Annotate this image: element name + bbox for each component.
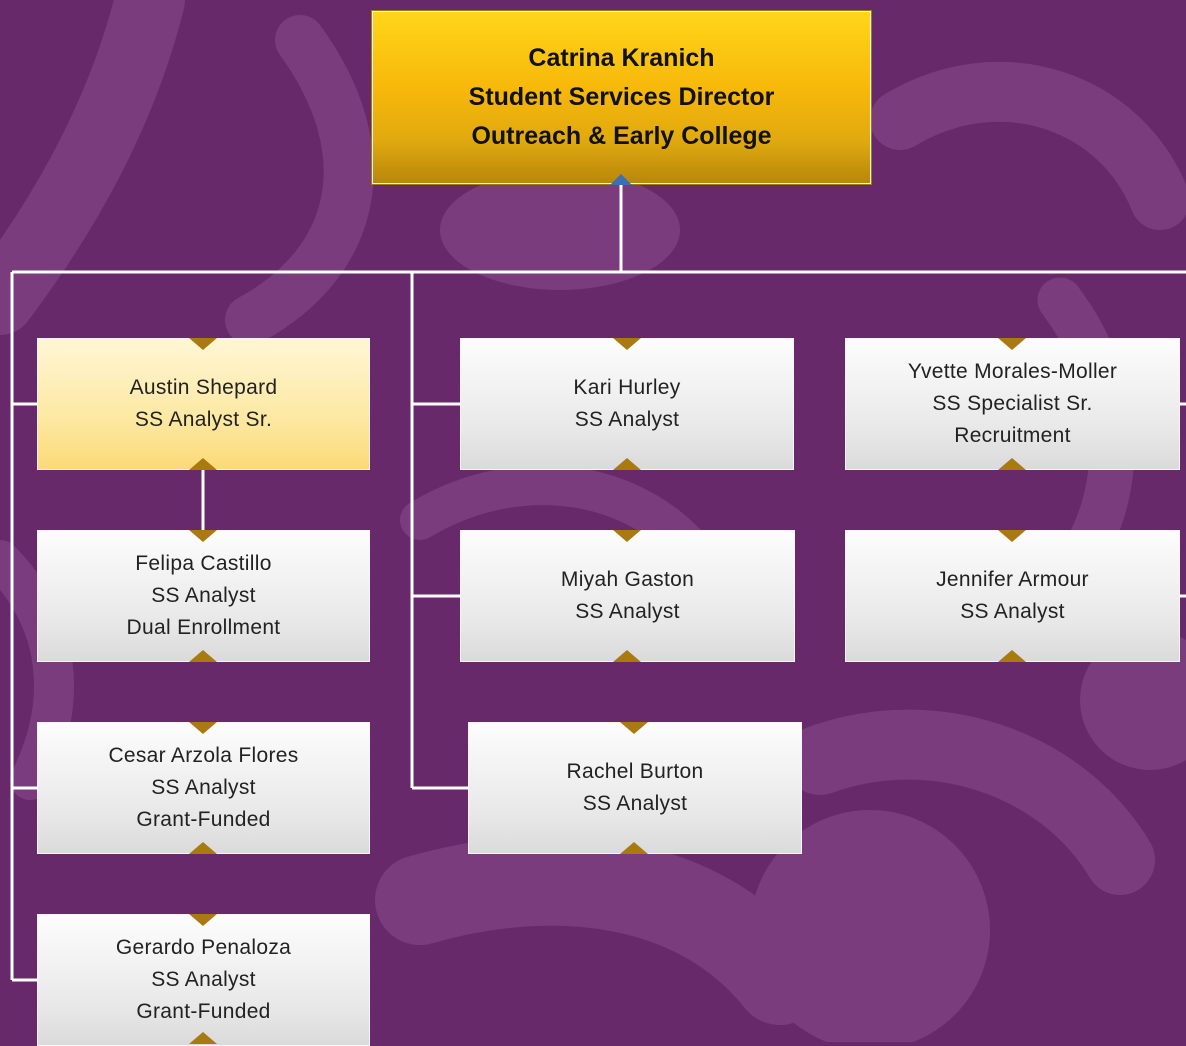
arrow-up-icon <box>189 842 217 854</box>
arrow-down-icon <box>189 914 217 926</box>
staff-name: Felipa Castillo <box>135 552 272 575</box>
staff-title: SS Analyst <box>151 776 256 799</box>
staff-box-felipa[interactable]: Felipa Castillo SS Analyst Dual Enrollme… <box>37 530 370 662</box>
arrow-down-icon <box>620 722 648 734</box>
staff-title: SS Analyst Sr. <box>134 408 273 431</box>
staff-name: Jennifer Armour <box>936 568 1089 591</box>
staff-title: SS Analyst <box>151 584 256 607</box>
director-unit: Outreach & Early College <box>471 122 772 150</box>
staff-title: SS Analyst <box>575 600 680 623</box>
arrow-down-icon <box>189 338 217 350</box>
staff-note: Grant-Funded <box>136 808 271 831</box>
arrow-down-icon <box>189 722 217 734</box>
arrow-down-icon <box>613 338 641 350</box>
staff-name: Yvette Morales-Moller <box>907 360 1118 383</box>
arrow-down-icon <box>189 530 217 542</box>
arrow-up-icon <box>189 1032 217 1044</box>
arrow-up-icon <box>189 458 217 470</box>
arrow-up-icon <box>613 458 641 470</box>
staff-box-rachel[interactable]: Rachel Burton SS Analyst <box>468 722 802 854</box>
director-box[interactable]: Catrina Kranich Student Services Directo… <box>371 10 872 185</box>
staff-box-jennifer[interactable]: Jennifer Armour SS Analyst <box>845 530 1180 662</box>
staff-name: Gerardo Penaloza <box>115 936 292 959</box>
staff-title: SS Analyst <box>574 408 680 431</box>
director-arrow-icon <box>610 174 632 185</box>
staff-box-miyah[interactable]: Miyah Gaston SS Analyst <box>460 530 795 662</box>
staff-box-yvette[interactable]: Yvette Morales-Moller SS Specialist Sr. … <box>845 338 1180 470</box>
staff-name: Cesar Arzola Flores <box>108 744 299 767</box>
arrow-up-icon <box>998 458 1026 470</box>
staff-title: SS Analyst <box>960 600 1065 623</box>
staff-title: SS Analyst <box>582 792 688 815</box>
staff-title: SS Specialist Sr. <box>932 392 1093 415</box>
arrow-up-icon <box>189 650 217 662</box>
staff-box-cesar[interactable]: Cesar Arzola Flores SS Analyst Grant-Fun… <box>37 722 370 854</box>
staff-name: Austin Shepard <box>129 376 278 399</box>
staff-name: Rachel Burton <box>566 760 704 783</box>
arrow-down-icon <box>998 530 1026 542</box>
director-name: Catrina Kranich <box>528 44 715 72</box>
staff-note: Grant-Funded <box>136 1000 271 1023</box>
arrow-up-icon <box>998 650 1026 662</box>
staff-name: Kari Hurley <box>573 376 681 399</box>
staff-note: Recruitment <box>954 424 1071 447</box>
arrow-down-icon <box>613 530 641 542</box>
arrow-up-icon <box>613 650 641 662</box>
staff-box-austin[interactable]: Austin Shepard SS Analyst Sr. <box>37 338 370 470</box>
staff-name: Miyah Gaston <box>560 568 695 591</box>
arrow-up-icon <box>620 842 648 854</box>
staff-box-kari[interactable]: Kari Hurley SS Analyst <box>460 338 794 470</box>
staff-title: SS Analyst <box>151 968 256 991</box>
staff-note: Dual Enrollment <box>126 616 281 639</box>
staff-box-gerardo[interactable]: Gerardo Penaloza SS Analyst Grant-Funded <box>37 914 370 1046</box>
arrow-down-icon <box>998 338 1026 350</box>
director-title: Student Services Director <box>468 83 775 111</box>
